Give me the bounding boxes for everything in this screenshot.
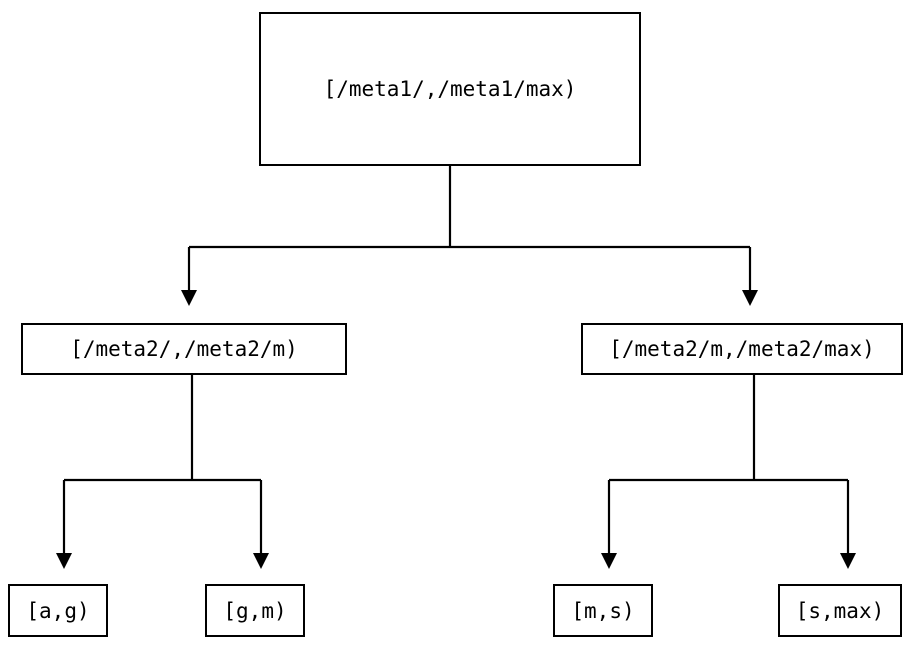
arrowhead-down-icon (840, 553, 856, 569)
node-leaf-s-max-label: [s,max) (795, 598, 885, 623)
node-leaf-m-s-label: [m,s) (571, 598, 635, 623)
node-leaf-g-m[interactable]: [g,m) (205, 584, 305, 637)
node-leaf-g-m-label: [g,m) (223, 598, 287, 623)
edge-mid-left-to-leaf-1 (56, 375, 194, 569)
edge-mid-left-to-leaf-2 (192, 478, 269, 569)
node-leaf-a-g[interactable]: [a,g) (8, 584, 108, 637)
arrowhead-down-icon (56, 553, 72, 569)
node-leaf-a-g-label: [a,g) (26, 598, 90, 623)
node-root-label: [/meta1/,/meta1/max) (323, 77, 577, 101)
node-mid-right[interactable]: [/meta2/m,/meta2/max) (581, 323, 903, 375)
node-leaf-m-s[interactable]: [m,s) (553, 584, 653, 637)
edge-mid-right-to-leaf-4 (754, 478, 856, 569)
arrowhead-down-icon (742, 290, 758, 306)
arrowhead-down-icon (253, 553, 269, 569)
node-root[interactable]: [/meta1/,/meta1/max) (259, 12, 641, 166)
node-mid-left-label: [/meta2/,/meta2/m) (70, 337, 298, 361)
node-mid-left[interactable]: [/meta2/,/meta2/m) (21, 323, 347, 375)
node-leaf-s-max[interactable]: [s,max) (778, 584, 902, 637)
arrowhead-down-icon (181, 290, 197, 306)
edge-root-to-mid-left (181, 166, 452, 306)
edge-mid-right-to-leaf-3 (601, 375, 756, 569)
edge-root-to-mid-right (450, 245, 758, 306)
node-mid-right-label: [/meta2/m,/meta2/max) (609, 337, 875, 361)
arrowhead-down-icon (601, 553, 617, 569)
